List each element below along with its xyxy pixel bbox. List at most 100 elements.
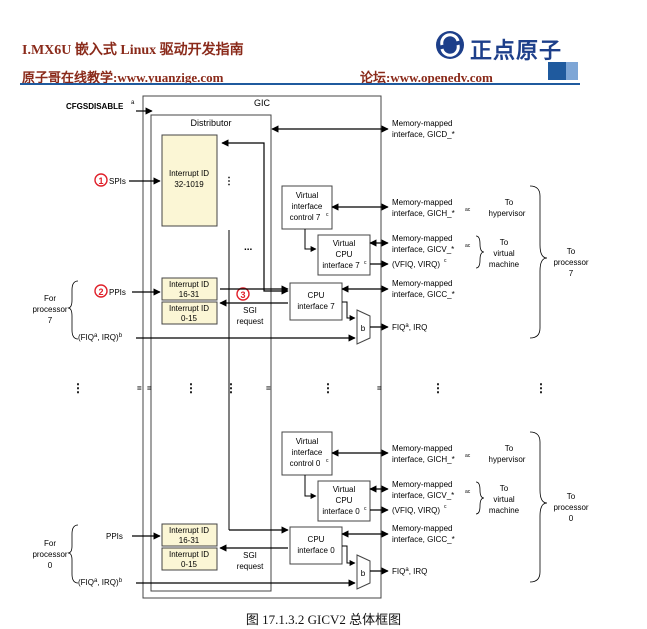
svg-text:interface 7: interface 7 <box>322 261 360 270</box>
svg-text:⋮: ⋮ <box>225 381 237 395</box>
svg-text:Interrupt ID: Interrupt ID <box>169 526 209 535</box>
mux-b-0 <box>356 554 371 590</box>
svg-text:c: c <box>444 258 447 264</box>
svg-text:c: c <box>326 212 329 218</box>
sgi-request-0: SGI <box>243 551 257 560</box>
to-processor-7: To <box>567 247 576 256</box>
svg-text:hypervisor: hypervisor <box>489 455 526 464</box>
svg-text:⋮: ⋮ <box>432 381 444 395</box>
svg-text:0-15: 0-15 <box>181 314 198 323</box>
to-hypervisor-7: To <box>505 198 514 207</box>
svg-text:interface, GICV_*: interface, GICV_* <box>392 245 454 254</box>
gicv-label-7: Memory-mapped <box>392 234 452 243</box>
svg-text:hypervisor: hypervisor <box>489 209 526 218</box>
svg-text:processor: processor <box>32 550 67 559</box>
for-processor-0-label: For <box>44 539 56 548</box>
svg-text:Interrupt ID: Interrupt ID <box>169 304 209 313</box>
gicc-label-0: Memory-mapped <box>392 524 452 533</box>
cfgsdisable-label: CFGSDISABLE <box>66 102 124 111</box>
svg-text:0: 0 <box>569 514 574 523</box>
gicv-label-0: Memory-mapped <box>392 480 452 489</box>
figure-caption: 图 17.1.3.2 GICV2 总体框图 <box>245 612 402 627</box>
svg-text:32-1019: 32-1019 <box>174 180 204 189</box>
svg-text:CPU: CPU <box>308 535 325 544</box>
svg-text:=: = <box>137 384 142 393</box>
sgi-interrupt-box-0 <box>161 547 218 571</box>
svg-text:virtual: virtual <box>493 249 515 258</box>
ppis-label-0: PPIs <box>106 532 123 541</box>
svg-text:16-31: 16-31 <box>179 536 200 545</box>
vfiq-virq-0: (VFIQ, VIRQ) <box>392 506 440 515</box>
svg-text:Interrupt ID: Interrupt ID <box>169 550 209 559</box>
cpu-interface-7 <box>289 282 343 321</box>
header-accent-block <box>566 62 578 80</box>
svg-text:...: ... <box>244 242 253 253</box>
fiq-irq-input-0: (FIQa, IRQ)b <box>78 578 123 587</box>
svg-text:request: request <box>237 317 264 326</box>
svg-text:interface, GICV_*: interface, GICV_* <box>392 491 454 500</box>
svg-text:interface, GICC_*: interface, GICC_* <box>392 535 455 544</box>
svg-text:interface, GICD_*: interface, GICD_* <box>392 130 455 139</box>
svg-text:c: c <box>364 506 367 512</box>
svg-text:processor: processor <box>553 258 588 267</box>
svg-text:interface, GICC_*: interface, GICC_* <box>392 290 455 299</box>
svg-text:c: c <box>326 458 329 464</box>
header-accent-block <box>548 62 566 80</box>
svg-text:0-15: 0-15 <box>181 560 198 569</box>
svg-text:CPU: CPU <box>308 291 325 300</box>
fiq-irq-input-7: (FIQa, IRQ)b <box>78 333 123 342</box>
virtual-interface-control-0 <box>281 431 333 476</box>
svg-text:interface: interface <box>292 448 323 457</box>
to-virtual-machine-0: To <box>500 484 509 493</box>
ppi-interrupt-box-7 <box>161 277 218 301</box>
brand-logo-icon <box>436 31 464 59</box>
svg-text:3: 3 <box>240 290 245 300</box>
svg-text:Virtual: Virtual <box>333 239 356 248</box>
vfiq-virq-7: (VFIQ, VIRQ) <box>392 260 440 269</box>
svg-text:Virtual: Virtual <box>296 191 319 200</box>
spi-interrupt-box <box>161 134 218 227</box>
svg-text:virtual: virtual <box>493 495 515 504</box>
svg-text:⋮: ⋮ <box>224 176 234 187</box>
svg-text:7: 7 <box>569 269 574 278</box>
ppis-label-7: PPIs <box>109 288 126 297</box>
svg-text:c: c <box>364 260 367 266</box>
to-hypervisor-0: To <box>505 444 514 453</box>
virtual-cpu-interface-0 <box>317 480 371 522</box>
gic-label: GIC <box>254 98 271 108</box>
svg-text:b: b <box>361 569 366 578</box>
header-rule <box>20 83 580 85</box>
svg-text:machine: machine <box>489 260 520 269</box>
fiq-irq-output-0: FIQa, IRQ <box>392 567 427 576</box>
svg-text:control 7: control 7 <box>290 213 321 222</box>
svg-text:16-31: 16-31 <box>179 290 200 299</box>
svg-text:=: = <box>147 384 152 393</box>
gich-label-0: Memory-mapped <box>392 444 452 453</box>
svg-text:⋮: ⋮ <box>185 381 197 395</box>
distributor-label: Distributor <box>190 118 231 128</box>
ppi-interrupt-box-0 <box>161 523 218 547</box>
to-processor-0: To <box>567 492 576 501</box>
svg-text:⋮: ⋮ <box>72 381 84 395</box>
gich-label-7: Memory-mapped <box>392 198 452 207</box>
svg-text:interface, GICH_*: interface, GICH_* <box>392 209 455 218</box>
svg-text:0: 0 <box>48 561 53 570</box>
website-link[interactable]: 原子哥在线教学:www.yuanzige.com <box>22 70 224 85</box>
to-virtual-machine-7: To <box>500 238 509 247</box>
svg-text:=: = <box>377 384 382 393</box>
svg-text:c: c <box>444 504 447 510</box>
svg-text:CPU: CPU <box>336 496 353 505</box>
marker-1 <box>94 173 108 187</box>
svg-text:ac: ac <box>465 489 471 495</box>
distributor-block <box>150 114 272 592</box>
document-title: I.MX6U 嵌入式 Linux 驱动开发指南 <box>22 43 244 58</box>
svg-text:processor: processor <box>32 305 67 314</box>
sgi-interrupt-box-7 <box>161 301 218 325</box>
sgi-request-7: SGI <box>243 306 257 315</box>
svg-text:⋮: ⋮ <box>322 381 334 395</box>
virtual-interface-control-7 <box>281 185 333 230</box>
forum-link[interactable]: 论坛:www.openedv.com <box>360 70 493 85</box>
svg-text:machine: machine <box>489 506 520 515</box>
svg-text:interface: interface <box>292 202 323 211</box>
svg-text:=: = <box>266 384 271 393</box>
